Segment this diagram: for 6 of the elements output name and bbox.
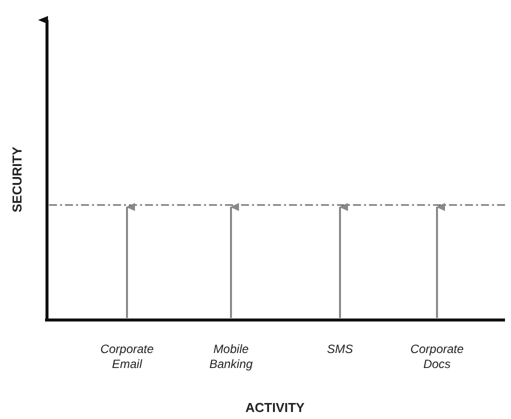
category-label: SMS	[326, 342, 354, 357]
category-label: Mobile Banking	[208, 342, 254, 372]
axis-title: SECURITY	[10, 146, 24, 214]
category-label: Corporate Docs	[409, 342, 465, 372]
category-label: Corporate Email	[99, 342, 155, 372]
axis-title: ACTIVITY	[244, 400, 306, 415]
